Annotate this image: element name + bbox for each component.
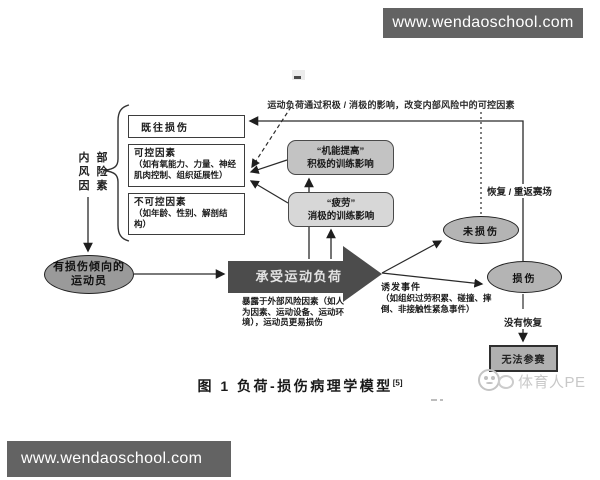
nonmodifiable-detail: （如年龄、性别、解剖结构） — [134, 208, 228, 229]
fatigue-node: “疲劳” 消极的训练影响 — [288, 192, 394, 227]
load-influence-dashed-arrow — [251, 106, 292, 169]
top-watermark-bar: www.wendaoschool.com — [383, 8, 583, 38]
figure-caption: 图 1 负荷-损伤病理学模型[5] — [197, 378, 403, 394]
nonmodifiable-factors-box: 不可控因素 （如年龄、性别、解剖结构） — [128, 193, 245, 235]
caption-reference: [5] — [392, 378, 403, 388]
recovery-feedback-line — [248, 116, 524, 261]
trigger-title: 诱发事件 — [381, 282, 422, 292]
stray-mark-top — [292, 70, 305, 80]
fitness-to-modifiable-arrow — [249, 159, 288, 174]
unable-to-play-box: 无法参赛 — [489, 345, 558, 372]
pe-logo-icon — [476, 367, 518, 395]
exposure-text: 暴露于外部风险因素（如人为因素、运动设备、运动环境），运动员更易损伤 — [242, 296, 345, 327]
bottom-watermark-url: www.wendaoschool.com — [21, 450, 203, 467]
fitness-node: “机能提高” 积极的训练影响 — [287, 140, 394, 175]
tip-to-uninjured-arrow — [381, 240, 443, 274]
load-arrow-shape — [228, 246, 382, 302]
trigger-events-text: 诱发事件 （如组织过劳积累、碰撞、摔倒、非接触性紧急事件） — [381, 282, 495, 315]
modifiable-detail: （如有氧能力、力量、神经肌肉控制、组织延展性） — [134, 159, 237, 180]
injured-node: 损伤 — [487, 261, 562, 293]
internal-risk-brace — [103, 104, 130, 242]
athlete-node: 有损伤倾向的 运动员 — [44, 255, 134, 294]
recovery-label: 恢复 / 重返赛场 — [486, 184, 553, 198]
stray-mark-bottom — [431, 398, 447, 402]
pe-watermark-text: 体育人PE — [518, 373, 586, 391]
annotation-load-influence: 运动负荷通过积极 / 消极的影响，改变内部风险中的可控因素 — [267, 100, 515, 110]
bottom-watermark-bar: www.wendaoschool.com — [7, 441, 231, 477]
trigger-detail: （如组织过劳积累、碰撞、摔倒、非接触性紧急事件） — [381, 293, 492, 314]
uninjured-node: 未损伤 — [443, 216, 519, 244]
nonmodifiable-title: 不可控因素 — [134, 197, 187, 208]
pe-watermark: 体育人PE — [476, 366, 596, 396]
fatigue-to-modifiable-arrow — [249, 180, 289, 204]
top-watermark-url: www.wendaoschool.com — [392, 14, 574, 31]
internal-risk-label: 内 部 风 险 因 素 — [78, 152, 110, 192]
previous-injury-box: 既往损伤 — [128, 115, 245, 138]
modifiable-factors-box: 可控因素 （如有氧能力、力量、神经肌肉控制、组织延展性） — [128, 144, 245, 187]
load-arrow-label: 承受运动负荷 — [255, 269, 343, 284]
tip-to-injured-arrow — [381, 272, 484, 288]
no-recovery-label: 没有恢复 — [495, 315, 551, 329]
modifiable-title: 可控因素 — [134, 148, 177, 159]
